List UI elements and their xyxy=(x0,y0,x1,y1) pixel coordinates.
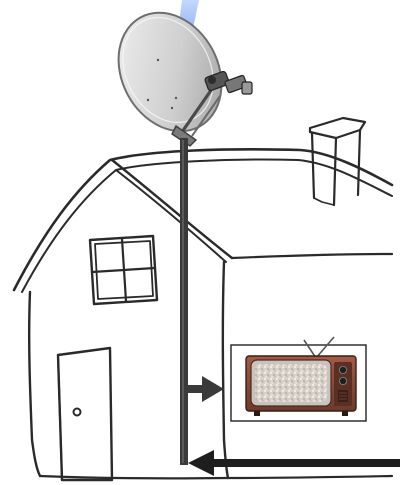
cable-to-tv-arrow xyxy=(184,376,224,402)
arrow-icon xyxy=(188,450,214,476)
house-door xyxy=(58,348,112,480)
incoming-feed-arrow xyxy=(188,450,400,476)
house-chimney xyxy=(310,118,365,205)
arrow-icon xyxy=(202,376,224,402)
tv-screen xyxy=(255,364,327,402)
house-window xyxy=(90,236,157,304)
house-sketch xyxy=(14,118,392,480)
door-knob xyxy=(74,409,81,416)
television-icon xyxy=(231,337,366,421)
coax-cable xyxy=(180,138,188,465)
